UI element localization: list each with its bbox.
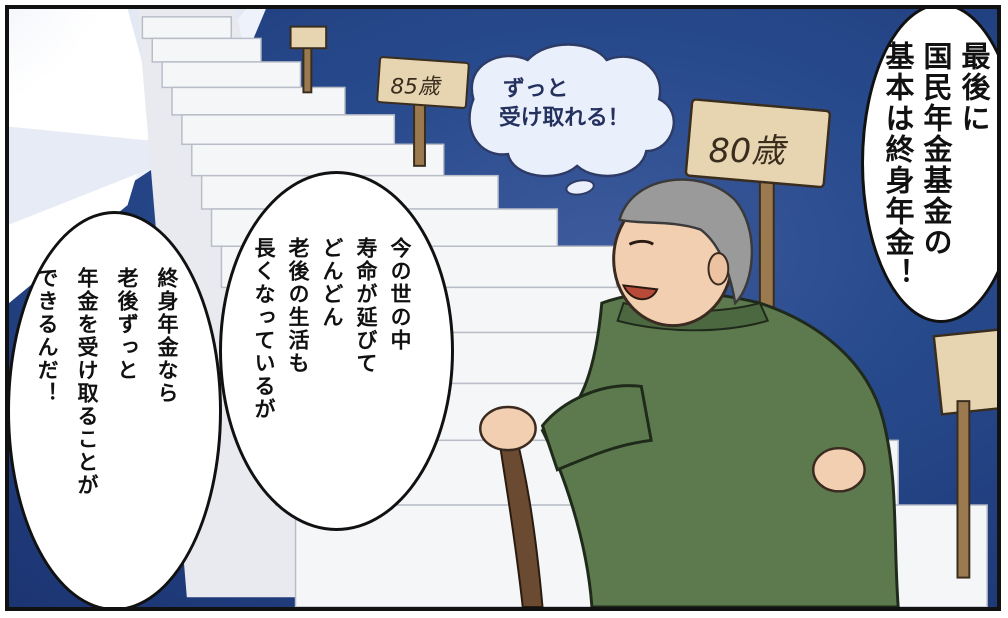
sign-post-80: 80歳 (684, 98, 832, 334)
middle-speech-bubble (219, 171, 454, 531)
left-speech-bubble (9, 211, 222, 607)
comic-panel: 85歳 80歳 ずっと 受け取れる！ (5, 5, 1001, 611)
sign-85-label: 85歳 (390, 74, 442, 99)
thought-line-2: 受け取れる！ (499, 105, 629, 131)
sign-80-label: 80歳 (709, 131, 789, 170)
sign-post-85: 85歳 (376, 56, 470, 167)
middle-bubble-text: 今の世の中 寿命が延びて どんどん 老後の生活も 長くなっているが (247, 237, 417, 477)
narration-line-2: 国民年金基金の (919, 41, 953, 258)
left-line-3: 年金を受け取ることが (75, 267, 99, 497)
middle-line-5: 長くなっているが (252, 237, 276, 421)
middle-line-4: 老後の生活も (286, 237, 310, 375)
sign-post-right (932, 327, 997, 579)
middle-line-1: 今の世の中 (388, 237, 412, 352)
narration-emphasis: 終身年金！ (881, 134, 915, 289)
thought-line-1: ずっと (503, 76, 568, 101)
narration-line-3-prefix: 基本は (881, 41, 915, 134)
narration-bubble (861, 9, 997, 323)
narration-line-3: 基本は終身年金！ (879, 41, 917, 321)
narration-text: 最後に 国民年金基金の 基本は終身年金！ (879, 41, 993, 321)
left-line-1: 終身年金なら (155, 267, 179, 405)
middle-line-2: 寿命が延びて (354, 237, 378, 375)
elderly-man-illustration (479, 178, 900, 607)
left-line-4: できるんだ！ (35, 267, 59, 405)
left-line-2: 老後ずっと (115, 267, 139, 382)
sign-post-small (289, 25, 328, 94)
thought-cloud: ずっと 受け取れる！ (468, 43, 676, 196)
middle-line-3: どんどん (320, 237, 344, 329)
left-bubble-text: 終身年金なら 老後ずっと 年金を受け取ることが できるんだ！ (27, 267, 187, 567)
narration-line-1: 最後に (957, 41, 991, 134)
